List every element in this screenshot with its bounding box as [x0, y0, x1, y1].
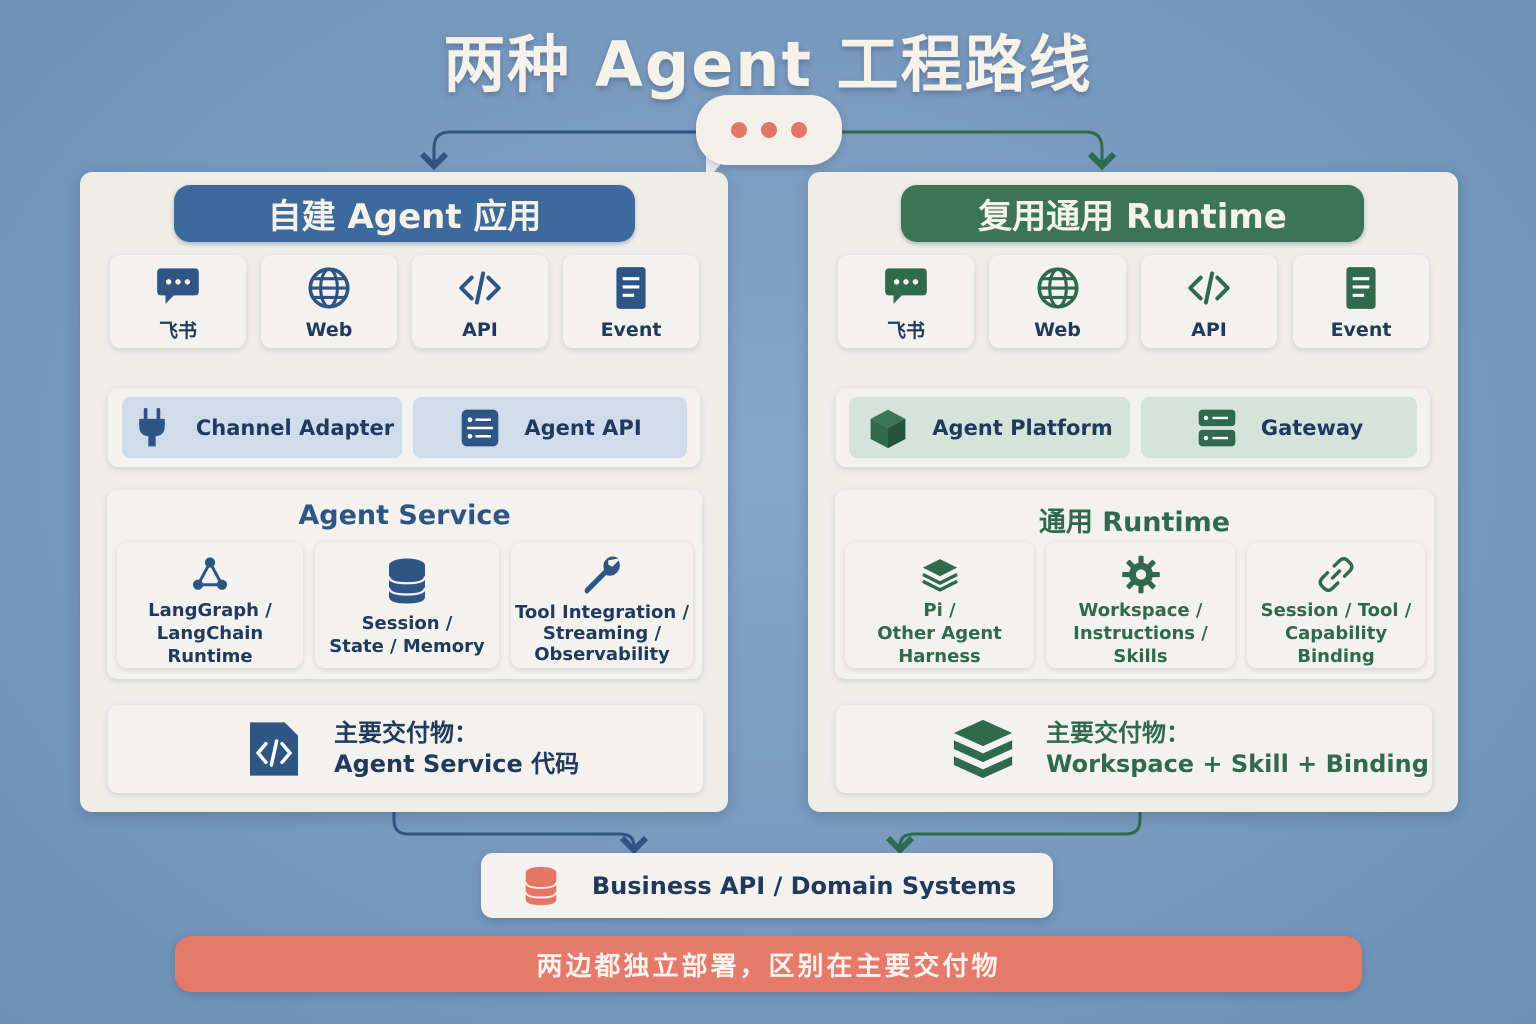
channel-label: Event: [1330, 318, 1392, 341]
gear-icon: [1121, 555, 1160, 594]
channel-web[interactable]: Web: [989, 255, 1126, 348]
adapter-label: Gateway: [1260, 415, 1364, 440]
adapter-label: Channel Adapter: [195, 415, 395, 440]
footer-banner: 两边都独立部署，区别在主要交付物: [175, 936, 1362, 992]
agent-service-title: Agent Service: [298, 500, 511, 531]
channel-api[interactable]: API: [412, 255, 548, 348]
chat-icon: [157, 268, 199, 304]
deliverable-label: 主要交付物：: [1046, 719, 1190, 747]
right-banner: 复用通用 Runtime: [901, 185, 1364, 242]
code-file-icon: [250, 722, 298, 776]
agent-platform[interactable]: Agent Platform: [849, 397, 1130, 458]
left-deliverable: 主要交付物： Agent Service 代码: [108, 705, 703, 793]
channel-feishu[interactable]: 飞书: [110, 255, 246, 348]
channel-event[interactable]: Event: [1293, 255, 1429, 348]
chat-icon: [885, 268, 927, 304]
langgraph-runtime[interactable]: LangGraph / LangChain Runtime: [117, 542, 303, 668]
component-line: Streaming /: [542, 623, 662, 644]
bubble-right-arrow: [840, 130, 1117, 171]
channel-label: Event: [600, 318, 662, 341]
component-line: Tool Integration /: [514, 602, 690, 623]
right-deliverable: 主要交付物： Workspace + Skill + Binding: [836, 705, 1432, 793]
code-icon: [459, 270, 501, 305]
bubble-left-arrow: [419, 130, 700, 171]
database-icon: [524, 866, 558, 905]
document-icon: [1346, 266, 1376, 309]
channel-adapter[interactable]: Channel Adapter: [122, 397, 402, 458]
deliverable-value: Agent Service 代码: [334, 750, 580, 778]
channel-label: Web: [1034, 318, 1081, 341]
agent-harness[interactable]: Pi / Other Agent Harness: [845, 542, 1034, 668]
layers-icon: [921, 559, 958, 592]
channel-feishu[interactable]: 飞书: [838, 255, 974, 348]
tool-integration[interactable]: Tool Integration / Streaming / Observabi…: [511, 542, 693, 668]
component-line: Observability: [534, 644, 670, 665]
component-line: State / Memory: [329, 636, 485, 657]
component-line: Instructions / Skills: [1073, 623, 1208, 667]
link-icon: [1318, 557, 1354, 592]
stack-icon: [953, 719, 1013, 779]
component-line: Session /: [361, 613, 453, 634]
component-line: Pi /: [923, 600, 956, 621]
plug-icon: [139, 407, 165, 446]
globe-icon: [1036, 266, 1079, 309]
globe-icon: [308, 266, 350, 309]
component-line: Session / Tool /: [1260, 600, 1412, 621]
code-icon: [1188, 270, 1230, 305]
page-title: 两种 Agent 工程路线: [443, 28, 1093, 101]
database-icon: [387, 558, 427, 604]
component-line: LangGraph /: [148, 600, 272, 621]
channel-event[interactable]: Event: [563, 255, 699, 348]
cube-icon: [870, 409, 906, 448]
component-line: LangChain Runtime: [156, 623, 264, 667]
agent-api[interactable]: Agent API: [413, 397, 687, 458]
channel-label: 飞书: [158, 320, 197, 342]
session-state-memory[interactable]: Session / State / Memory: [315, 542, 499, 668]
graph-icon: [192, 557, 228, 590]
channel-web[interactable]: Web: [261, 255, 397, 348]
channel-label: API: [462, 318, 498, 341]
gateway[interactable]: Gateway: [1141, 397, 1417, 458]
component-line: Capability Binding: [1284, 623, 1388, 667]
channel-api[interactable]: API: [1141, 255, 1277, 348]
runtime-title: 通用 Runtime: [1038, 507, 1231, 538]
business-api-box[interactable]: Business API / Domain Systems: [481, 853, 1053, 918]
business-label: Business API / Domain Systems: [591, 871, 1017, 900]
left-banner: 自建 Agent 应用: [174, 185, 635, 242]
workspace-skills[interactable]: Workspace / Instructions / Skills: [1046, 542, 1235, 668]
component-line: Workspace /: [1078, 600, 1203, 621]
server-icon: [1198, 409, 1236, 446]
channel-label: 飞书: [886, 320, 925, 342]
wrench-icon: [584, 556, 620, 594]
adapter-label: Agent Platform: [932, 415, 1113, 440]
chat-bubble-icon: [696, 95, 842, 165]
document-icon: [616, 266, 646, 309]
deliverable-label: 主要交付物：: [334, 719, 478, 747]
list-icon: [462, 409, 499, 446]
adapter-label: Agent API: [524, 415, 642, 440]
channel-label: Web: [305, 318, 353, 341]
channel-label: API: [1191, 318, 1227, 341]
deliverable-value: Workspace + Skill + Binding: [1046, 750, 1429, 778]
capability-binding[interactable]: Session / Tool / Capability Binding: [1247, 542, 1425, 668]
component-line: Other Agent Harness: [877, 623, 1002, 667]
